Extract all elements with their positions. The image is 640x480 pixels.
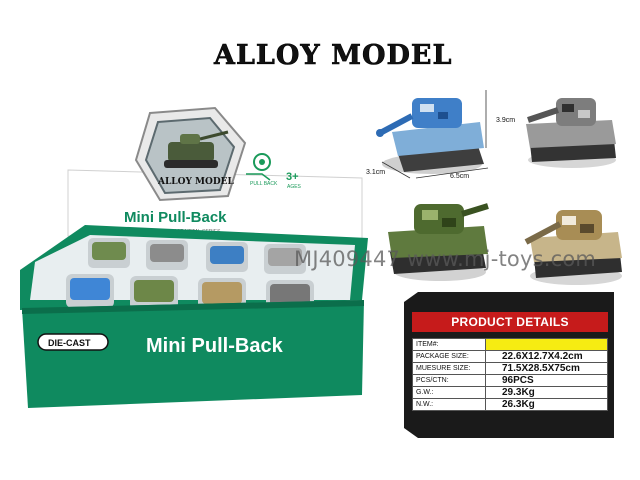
details-value: 96PCS xyxy=(485,374,608,387)
details-label: G.W.: xyxy=(412,386,486,399)
details-label: N.W.: xyxy=(412,398,486,411)
dim-height-label: 3.9cm xyxy=(496,117,516,124)
dim-width-label: 3.1cm xyxy=(366,169,386,176)
details-value: 22.6X12.7X4.2cm xyxy=(485,350,608,363)
details-label: MUESURE SIZE: xyxy=(412,362,486,375)
tank-tiles xyxy=(66,238,314,314)
product-box-image: ALLOY MODEL PULL BACK 3+ AGES Mini Pull-… xyxy=(20,106,368,408)
dimension-lines xyxy=(381,90,489,179)
details-row-package-size: PACKAGE SIZE: 22.6X12.7X4.2cm xyxy=(412,350,608,363)
diecast-badge-text: DIE-CAST xyxy=(48,338,91,348)
desert-camo-tank-photo xyxy=(524,210,622,285)
product-details-title: PRODUCT DETAILS xyxy=(412,312,608,332)
front-title: Mini Pull-Back xyxy=(146,335,284,357)
diecast-badge xyxy=(37,333,109,351)
age-number: 3+ xyxy=(286,171,299,183)
details-value: 71.5X28.5X75cm xyxy=(485,362,608,375)
details-value: 26.3Kg xyxy=(485,398,608,411)
details-label: PCS/CTN: xyxy=(412,374,486,387)
lid-logo-text: ALLOY MODEL xyxy=(157,177,235,187)
emblem xyxy=(134,106,247,202)
age-unit: AGES xyxy=(287,184,302,190)
blue-camo-tank-photo xyxy=(376,98,484,174)
grey-camo-tank-photo xyxy=(526,98,616,168)
details-label: ITEM#: xyxy=(412,338,486,351)
gear-icon xyxy=(246,153,271,181)
details-row-pcs-ctn: PCS/CTN: 96PCS xyxy=(412,374,608,387)
details-row-item: ITEM#: xyxy=(412,338,608,351)
details-row-gross-weight: G.W.: 29.3Kg xyxy=(412,386,608,399)
details-label: PACKAGE SIZE: xyxy=(412,350,486,363)
details-row-net-weight: N.W.: 26.3Kg xyxy=(412,398,608,411)
dim-length-label: 6.5cm xyxy=(450,173,470,180)
pull-back-label: PULL BACK xyxy=(250,181,278,187)
watermark-text: MJ409447 www.mj-toys.com xyxy=(294,247,597,271)
green-camo-tank-photo xyxy=(388,203,489,281)
details-value xyxy=(485,338,608,351)
details-value: 29.3Kg xyxy=(485,386,608,399)
details-row-measure-size: MUESURE SIZE: 71.5X28.5X75cm xyxy=(412,362,608,375)
product-heading: ALLOY MODEL xyxy=(214,40,453,72)
lid-title: Mini Pull-Back xyxy=(124,209,227,226)
product-details-table: ITEM#: PACKAGE SIZE: 22.6X12.7X4.2cm MUE… xyxy=(412,338,608,411)
